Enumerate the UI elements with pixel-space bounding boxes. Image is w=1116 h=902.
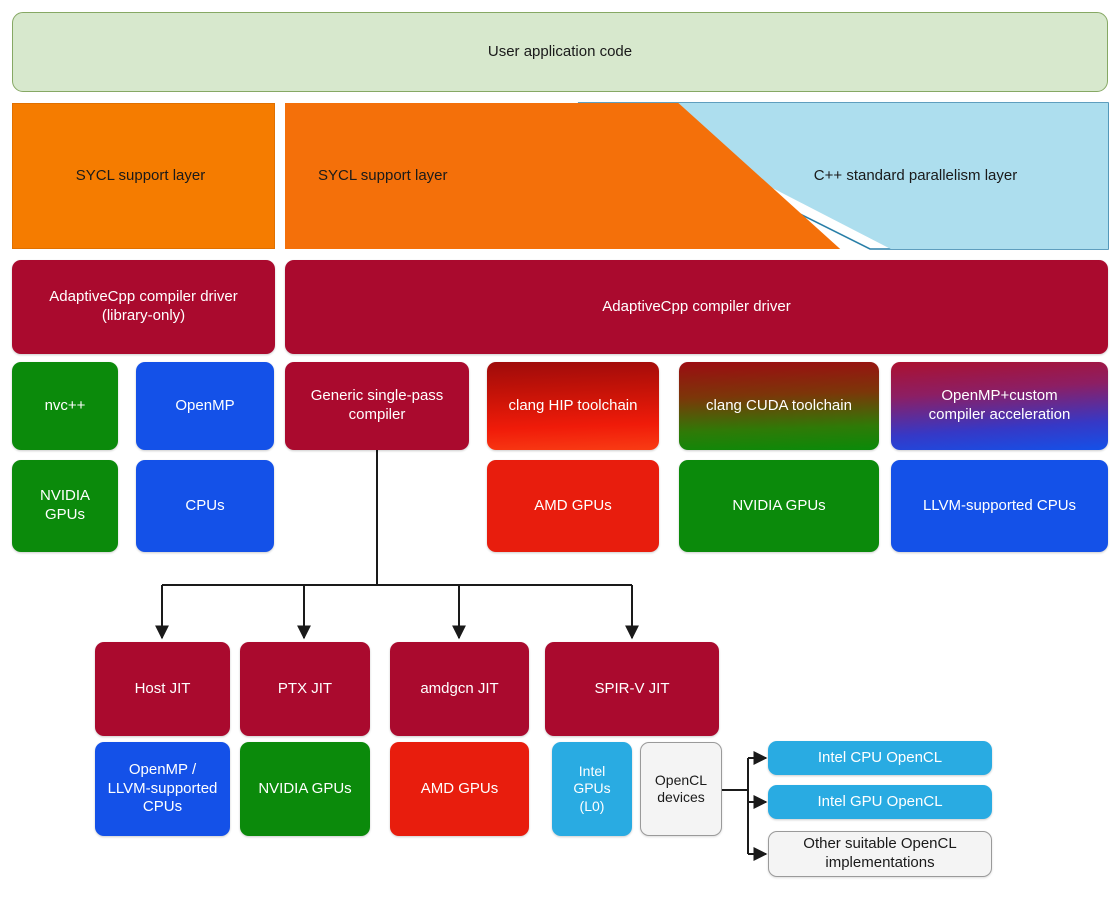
target-nvidia-gpus-nvcpp-label: NVIDIA GPUs: [39, 487, 90, 523]
jit-ptx-label: PTX JIT: [277, 679, 333, 697]
jit-target-nvidia-gpus-label: NVIDIA GPUs: [258, 779, 352, 797]
opencl-impl-intel-gpu-label: Intel GPU OpenCL: [817, 792, 943, 810]
target-llvm-supported-cpus-label: LLVM-supported CPUs: [922, 496, 1077, 514]
backend-clang-hip-toolchain-label: clang HIP toolchain: [508, 396, 638, 414]
backend-generic-single-pass-compiler: Generic single-pass compiler: [285, 362, 469, 450]
backend-clang-hip-toolchain: clang HIP toolchain: [487, 362, 659, 450]
backend-generic-single-pass-compiler-label: Generic single-pass compiler: [310, 387, 444, 423]
target-llvm-supported-cpus: LLVM-supported CPUs: [891, 460, 1108, 552]
backend-openmp-custom-compiler-acceleration-label: OpenMP+custom compiler acceleration: [928, 387, 1071, 423]
jit-amdgcn-label: amdgcn JIT: [420, 679, 499, 697]
target-cpus-openmp: CPUs: [136, 460, 274, 552]
target-nvidia-gpus-cuda: NVIDIA GPUs: [679, 460, 879, 552]
user-application-code-banner: User application code: [12, 12, 1108, 92]
cpp-standard-parallelism-layer-label: C++ standard parallelism layer: [813, 166, 1018, 184]
adaptivecpp-compiler-driver: AdaptiveCpp compiler driver: [285, 260, 1108, 354]
user-application-code-label: User application code: [487, 42, 633, 60]
jit-target-openmp-llvm-cpus: OpenMP / LLVM-supported CPUs: [95, 742, 230, 836]
jit-target-opencl-devices: OpenCL devices: [640, 742, 722, 836]
jit-target-intel-gpus-l0-label: Intel GPUs (L0): [573, 762, 611, 814]
jit-target-intel-gpus-l0: Intel GPUs (L0): [552, 742, 632, 836]
jit-target-openmp-llvm-cpus-label: OpenMP / LLVM-supported CPUs: [107, 760, 218, 816]
target-cpus-openmp-label: CPUs: [185, 496, 225, 514]
adaptivecpp-compiler-driver-library-only: AdaptiveCpp compiler driver (library-onl…: [12, 260, 275, 354]
sycl-support-layer-left-label: SYCL support layer: [75, 166, 206, 184]
target-amd-gpus-hip: AMD GPUs: [487, 460, 659, 552]
opencl-impl-other-suitable-label: Other suitable OpenCL implementations: [803, 835, 957, 871]
sycl-support-layer-right-label: SYCL support layer: [318, 166, 448, 184]
sycl-support-layer-library-only: SYCL support layer: [12, 103, 275, 249]
jit-target-nvidia-gpus: NVIDIA GPUs: [240, 742, 370, 836]
jit-target-amd-gpus: AMD GPUs: [390, 742, 529, 836]
backend-openmp-custom-compiler-acceleration: OpenMP+custom compiler acceleration: [891, 362, 1108, 450]
opencl-impl-intel-gpu: Intel GPU OpenCL: [768, 785, 992, 819]
jit-target-amd-gpus-label: AMD GPUs: [420, 779, 499, 797]
adaptivecpp-library-only-label: AdaptiveCpp compiler driver (library-onl…: [49, 288, 238, 324]
backend-clang-cuda-toolchain: clang CUDA toolchain: [679, 362, 879, 450]
jit-host-label: Host JIT: [134, 679, 191, 697]
target-nvidia-gpus-cuda-label: NVIDIA GPUs: [732, 496, 826, 514]
jit-ptx: PTX JIT: [240, 642, 370, 736]
backend-openmp-label: OpenMP: [175, 396, 235, 414]
adaptivecpp-compiler-driver-label: AdaptiveCpp compiler driver: [602, 297, 791, 315]
target-nvidia-gpus-nvcpp: NVIDIA GPUs: [12, 460, 118, 552]
opencl-impl-intel-cpu: Intel CPU OpenCL: [768, 741, 992, 775]
jit-spirv-label: SPIR-V JIT: [594, 679, 670, 697]
backend-clang-cuda-toolchain-label: clang CUDA toolchain: [706, 396, 852, 414]
jit-host: Host JIT: [95, 642, 230, 736]
opencl-impl-other-suitable: Other suitable OpenCL implementations: [768, 831, 992, 877]
opencl-impl-intel-cpu-label: Intel CPU OpenCL: [817, 748, 943, 766]
backend-nvcpp: nvc++: [12, 362, 118, 450]
target-amd-gpus-hip-label: AMD GPUs: [534, 496, 612, 514]
jit-spirv: SPIR-V JIT: [545, 642, 719, 736]
backend-openmp: OpenMP: [136, 362, 274, 450]
backend-nvcpp-label: nvc++: [44, 396, 86, 414]
jit-target-opencl-devices-label: OpenCL devices: [654, 771, 708, 806]
jit-amdgcn: amdgcn JIT: [390, 642, 529, 736]
